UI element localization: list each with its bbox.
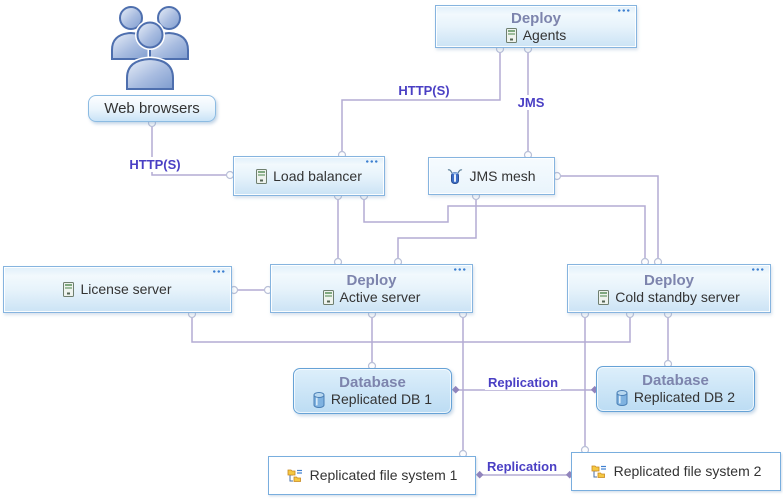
server-icon bbox=[598, 289, 610, 305]
window-dots-icon bbox=[212, 270, 226, 273]
node-replicated-file-system-1[interactable]: Replicated file system 1 bbox=[268, 456, 476, 495]
window-dots-icon bbox=[751, 268, 765, 271]
edge-licenseserver-coldstandby bbox=[191, 313, 631, 343]
node-label: Replicated DB 1 bbox=[330, 391, 433, 407]
edge-label-https-browser: HTTP(S) bbox=[126, 157, 184, 172]
node-title: Deploy bbox=[643, 271, 694, 289]
edge-label-jms: JMS bbox=[514, 95, 548, 110]
node-label: JMS mesh bbox=[469, 167, 536, 184]
node-replicated-file-system-2[interactable]: Replicated file system 2 bbox=[571, 452, 781, 491]
node-title: Deploy bbox=[510, 9, 561, 27]
server-icon bbox=[256, 168, 268, 184]
database-icon bbox=[616, 389, 628, 406]
edge-agents-loadbalancer bbox=[341, 48, 501, 156]
node-web-browsers[interactable]: Web browsers bbox=[88, 95, 216, 122]
node-label: Replicated file system 2 bbox=[613, 463, 762, 479]
node-label: Replicated file system 1 bbox=[309, 467, 458, 483]
node-label: License server bbox=[80, 281, 172, 297]
node-jms-mesh[interactable]: JMS mesh bbox=[428, 157, 555, 195]
node-title: Database bbox=[642, 372, 709, 389]
edge-label-replication-db: Replication bbox=[484, 375, 562, 390]
window-dots-icon bbox=[453, 268, 467, 271]
server-icon bbox=[322, 289, 334, 305]
node-label: Replicated DB 2 bbox=[633, 389, 736, 405]
node-title: Deploy bbox=[346, 271, 397, 289]
node-cold-standby-server[interactable]: Deploy Cold standby server bbox=[567, 264, 771, 313]
node-license-server[interactable]: License server bbox=[3, 266, 232, 313]
node-label: Cold standby server bbox=[615, 288, 740, 305]
edge-loadbalancer-coldstandby bbox=[363, 196, 646, 264]
node-deploy-agents[interactable]: Deploy Agents bbox=[435, 5, 637, 48]
edge-jmsmesh-activeserver bbox=[397, 195, 477, 264]
node-active-server[interactable]: Deploy Active server bbox=[270, 264, 473, 313]
edge-jmsmesh-coldstandby bbox=[556, 175, 659, 264]
jms-mesh-icon bbox=[448, 168, 463, 184]
edge-label-replication-fs: Replication bbox=[483, 459, 561, 474]
node-load-balancer[interactable]: Load balancer bbox=[233, 156, 385, 196]
window-dots-icon bbox=[365, 160, 379, 163]
node-label: Load balancer bbox=[273, 167, 362, 184]
edge-webbrowsers-loadbalancer bbox=[151, 122, 232, 176]
server-icon bbox=[505, 27, 517, 43]
users-icon bbox=[111, 4, 191, 92]
edge-label-https-agents: HTTP(S) bbox=[395, 83, 453, 98]
node-label: Web browsers bbox=[104, 100, 200, 117]
node-replicated-db-1[interactable]: Database Replicated DB 1 bbox=[293, 368, 452, 414]
window-dots-icon bbox=[617, 9, 631, 12]
database-icon bbox=[313, 391, 325, 408]
node-title: Database bbox=[339, 374, 406, 391]
server-icon bbox=[63, 282, 75, 297]
node-replicated-db-2[interactable]: Database Replicated DB 2 bbox=[596, 366, 755, 412]
node-label: Agents bbox=[522, 26, 567, 43]
folder-tree-icon bbox=[287, 469, 302, 482]
node-label: Active server bbox=[339, 288, 421, 305]
folder-tree-icon bbox=[591, 465, 606, 478]
